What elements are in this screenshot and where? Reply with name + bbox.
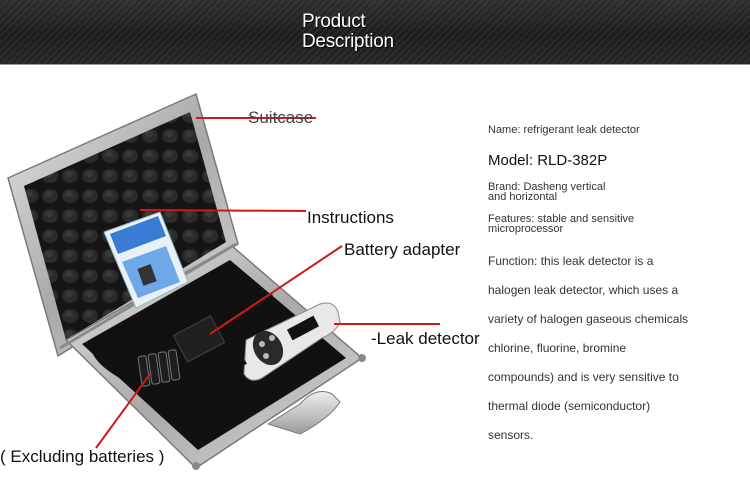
callout-battery-adapter: Battery adapter [344,240,461,259]
spec-function-line: thermal diode (semiconductor) [488,399,651,413]
header-banner: Product Description [0,0,750,65]
spec-features-line-1: Features: stable and sensitive [488,213,635,225]
batteries [137,349,181,387]
callout-excluding-batteries: ( Excluding batteries ) [0,447,165,466]
spec-brand-line-1: Brand: Dasheng vertical [488,181,606,193]
spec-model: Model: RLD-382P [488,152,608,169]
product-image [7,92,440,470]
page-title: Product Description [302,12,394,52]
leak-detector [91,302,341,389]
spec-features: Features: stable and sensitive microproc… [488,213,635,235]
spec-features-line-2: microprocessor [488,223,564,235]
spec-function-line: chlorine, fluorine, bromine [488,341,627,355]
spec-function-line: Function: this leak detector is a [488,254,654,268]
title-line-2: Description [302,31,394,52]
callout-lines [95,117,440,449]
spec-name: Name: refrigerant leak detector [488,124,640,136]
spec-function-line: halogen leak detector, which uses a [488,283,679,297]
spec-function-line: compounds) and is very sensitive to [488,370,679,384]
spec-function-line: sensors. [488,428,534,442]
spec-brand-line-2: and horizontal [488,191,558,203]
instructions-booklet [103,211,189,309]
callout-instructions: Instructions [307,208,394,227]
title-line-1: Product [302,11,366,32]
spec-brand: Brand: Dasheng vertical and horizontal [488,181,606,203]
callout-leak-detector: -Leak detector [371,329,480,348]
spec-panel: Name: refrigerant leak detector Model: R… [488,0,750,501]
spec-function-line: variety of halogen gaseous chemicals [488,312,689,326]
callout-suitcase: Suitcase [248,108,314,127]
